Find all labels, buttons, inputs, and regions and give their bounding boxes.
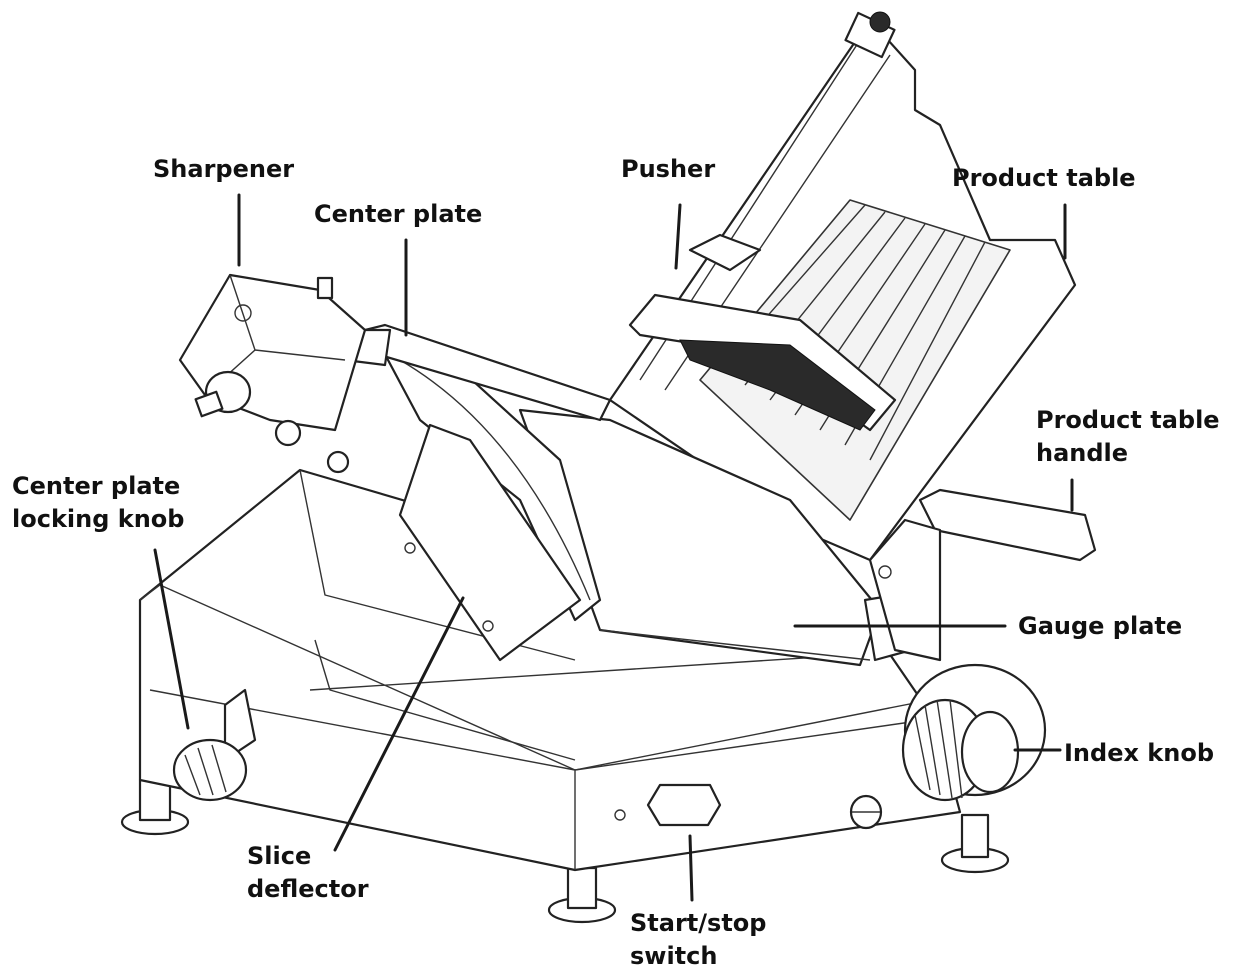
- label-pusher: Pusher: [621, 155, 716, 183]
- label-product-table: Product table: [952, 164, 1136, 192]
- label-product-table-handle: Product table handle: [1036, 406, 1220, 467]
- leader-locking-knob: [153, 548, 190, 730]
- sharpener: [178, 273, 367, 474]
- base-body: [120, 468, 1010, 924]
- label-center-plate: Center plate: [314, 200, 483, 228]
- locking-knob: [172, 688, 257, 802]
- pusher: [628, 233, 897, 432]
- leader-slice-deflector: [333, 596, 465, 852]
- label-center-plate-locking-knob: Center plate locking knob: [12, 472, 185, 533]
- leader-lines: [153, 193, 1074, 902]
- label-gauge-plate: Gauge plate: [1018, 612, 1183, 640]
- leader-start-stop: [688, 834, 694, 902]
- leader-pusher: [674, 203, 682, 270]
- label-sharpener: Sharpener: [153, 155, 295, 183]
- index-knob: [901, 663, 1047, 802]
- label-start-stop-switch: Start/stop switch: [630, 909, 767, 970]
- product-table: [608, 11, 1077, 562]
- label-index-knob: Index knob: [1064, 739, 1215, 767]
- label-slice-deflector: Slice deflector: [247, 842, 369, 903]
- slice-deflector: [398, 423, 582, 662]
